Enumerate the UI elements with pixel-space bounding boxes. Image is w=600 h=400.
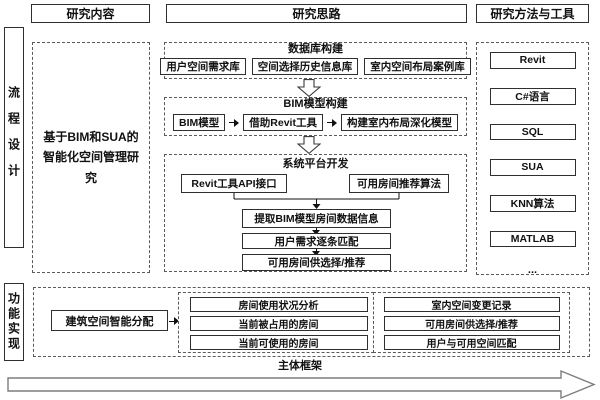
footer-framework-label: 主体框架	[278, 360, 322, 372]
room-select-recommend-box: 可用房间供选择/推荐	[383, 316, 560, 331]
header-research-content: 研究内容	[31, 4, 150, 23]
section-bim-title: BIM模型构建	[283, 98, 348, 110]
space-allocation-box: 建筑空间智能分配	[51, 310, 168, 331]
bim-deepen-model-box: 构建室内布局深化模型	[340, 114, 458, 131]
block-down-arrow-icon	[297, 79, 321, 97]
section-bim-model: BIM模型构建 BIM模型 借助Revit工具 构建室内布局深化模型	[164, 97, 467, 136]
bim-model-box: BIM模型	[173, 114, 226, 131]
rail-process-design: 流程设计	[4, 27, 24, 248]
section-platform-development: 系统平台开发 Revit工具API接口 可用房间推荐算法 提取BIM模型房间数据…	[164, 154, 467, 272]
tools-ellipsis: ...	[527, 264, 538, 276]
bim-revit-tool-box: 借助Revit工具	[243, 114, 323, 131]
room-status-group: 房间使用状况分析 当前被占用的房间 当前可使用的房间	[178, 292, 379, 353]
tools-panel: Revit C#语言 SQL SUA KNN算法 MATLAB ...	[476, 42, 589, 276]
space-change-record-box: 室内空间变更记录	[383, 297, 560, 312]
extract-room-data-box: 提取BIM模型房间数据信息	[242, 209, 391, 228]
room-usage-analysis-box: 房间使用状况分析	[189, 297, 368, 312]
block-down-arrow-icon	[297, 136, 321, 154]
tool-csharp-box: C#语言	[489, 87, 576, 105]
db-user-demand-box: 用户空间需求库	[160, 58, 246, 75]
bim-steps-row: BIM模型 借助Revit工具 构建室内布局深化模型	[165, 114, 466, 131]
user-space-match-box: 用户与可用空间匹配	[383, 335, 560, 350]
header-methods-tools: 研究方法与工具	[476, 4, 589, 23]
tool-matlab-box: MATLAB	[489, 230, 576, 247]
rail-function-implementation: 功能实现	[4, 283, 24, 361]
room-recommend-algorithm-box: 可用房间推荐算法	[349, 174, 449, 193]
right-arrow-icon	[326, 118, 337, 127]
research-topic-box: 基于BIM和SUA的智能化空间管理研究	[32, 42, 150, 273]
framework-big-arrow-icon	[7, 369, 596, 400]
section-function-implementation: 建筑空间智能分配 房间使用状况分析 当前被占用的房间 当前可使用的房间 室内空间…	[33, 287, 590, 357]
db-layout-case-box: 室内空间布局案例库	[364, 58, 471, 75]
section-database-title: 数据库构建	[288, 43, 343, 55]
right-arrow-icon	[229, 118, 240, 127]
down-arrow-icon	[312, 228, 320, 235]
space-matching-group: 室内空间变更记录 可用房间供选择/推荐 用户与可用空间匹配	[373, 292, 570, 353]
room-selection-recommend-box: 可用房间供选择/推荐	[242, 254, 391, 271]
tool-knn-box: KNN算法	[489, 194, 576, 212]
tool-sql-box: SQL	[489, 123, 576, 140]
header-research-approach: 研究思路	[166, 4, 467, 23]
section-database-construction: 数据库构建 用户空间需求库 空间选择历史信息库 室内空间布局案例库	[160, 42, 471, 79]
merge-connector-lines	[233, 193, 400, 209]
research-topic-text: 基于BIM和SUA的智能化空间管理研究	[42, 129, 139, 185]
tool-revit-box: Revit	[489, 52, 576, 69]
user-demand-match-box: 用户需求逐条匹配	[242, 233, 391, 249]
occupied-rooms-box: 当前被占用的房间	[189, 316, 368, 331]
database-items-row: 用户空间需求库 空间选择历史信息库 室内空间布局案例库	[160, 58, 471, 75]
db-selection-history-box: 空间选择历史信息库	[251, 58, 359, 75]
right-arrow-icon	[169, 317, 179, 325]
revit-api-box: Revit工具API接口	[181, 174, 287, 193]
down-arrow-icon	[312, 249, 320, 256]
tool-sua-box: SUA	[489, 159, 576, 176]
section-platform-title: 系统平台开发	[282, 158, 349, 170]
available-rooms-box: 当前可使用的房间	[189, 335, 368, 350]
